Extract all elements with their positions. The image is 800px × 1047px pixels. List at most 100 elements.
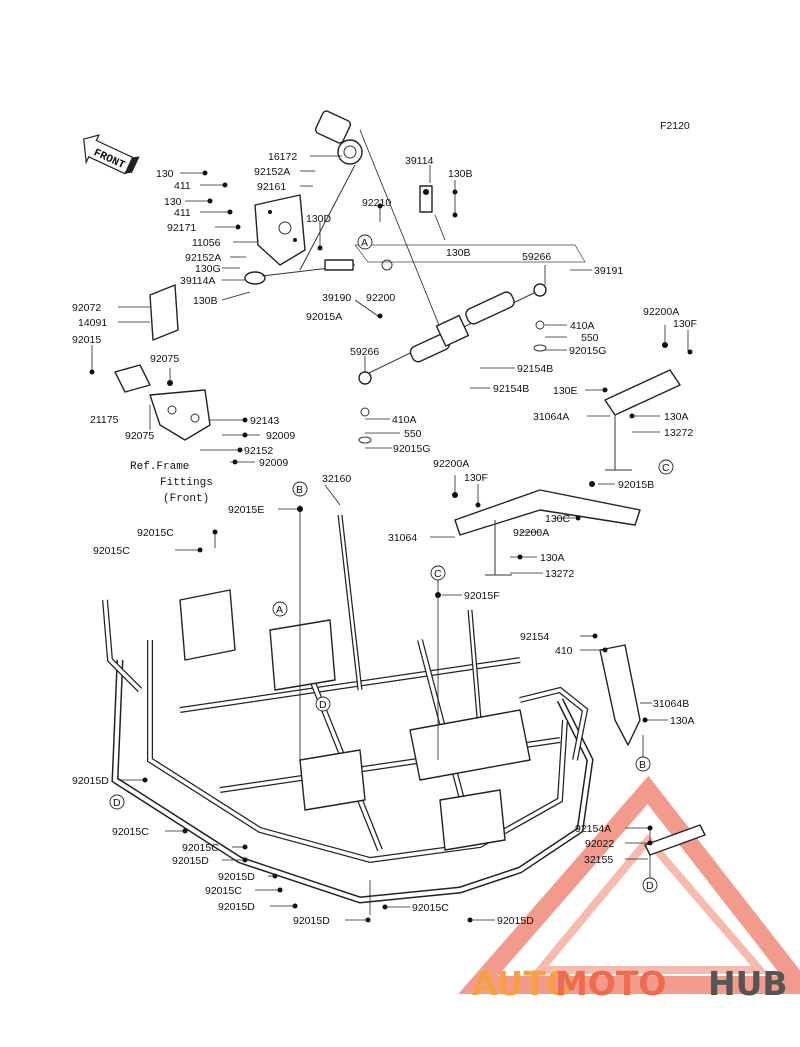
label-92009-b: 92009 — [259, 457, 288, 469]
label-130B-top: 130B — [448, 168, 473, 180]
label-130A-b: 130A — [670, 715, 695, 727]
bracket-32155 — [644, 824, 706, 856]
label-32155: 32155 — [584, 854, 613, 866]
label-92015C-d: 92015C — [182, 842, 219, 854]
label-92015A: 92015A — [306, 311, 342, 323]
leader-lines — [91, 155, 689, 921]
label-92015E: 92015E — [228, 504, 264, 516]
svg-text:MOTO: MOTO — [555, 964, 666, 1003]
callout-a-1: A — [357, 234, 373, 250]
label-130D: 130D — [306, 213, 332, 225]
watermark-triangle — [458, 775, 800, 994]
label-31064A: 31064A — [533, 411, 569, 423]
label-92200A-m2: 92200A — [513, 527, 549, 539]
label-39190: 39190 — [322, 292, 351, 304]
svg-text:D: D — [319, 699, 327, 711]
label-130F-m: 130F — [464, 472, 488, 484]
label-92154B-b: 92154B — [493, 383, 529, 395]
label-92075-b: 92075 — [125, 430, 154, 442]
callout-a-2: A — [272, 601, 288, 617]
label-92075-a: 92075 — [150, 353, 179, 365]
ref-note-line1: Ref.Frame — [130, 461, 189, 473]
label-550-left: 550 — [404, 428, 422, 440]
label-92154A: 92154A — [575, 823, 611, 835]
label-130G: 130G — [195, 263, 221, 275]
label-92015C-c: 92015C — [112, 826, 149, 838]
svg-text:D: D — [646, 880, 654, 892]
label-130B-mid: 130B — [446, 247, 471, 259]
label-92161: 92161 — [257, 181, 286, 193]
label-130B-left: 130B — [193, 295, 218, 307]
label-32160: 32160 — [322, 473, 351, 485]
label-92015D-b: 92015D — [172, 855, 209, 867]
callout-b-2: B — [635, 756, 651, 772]
steering-assembly — [114, 110, 446, 441]
callout-c-1: C — [658, 459, 674, 475]
svg-text:C: C — [434, 568, 442, 580]
label-92015F: 92015F — [464, 590, 500, 602]
label-92015: 92015 — [72, 334, 101, 346]
label-130F-r: 130F — [673, 318, 697, 330]
svg-text:A: A — [361, 237, 368, 249]
part-labels: 16172 92152A 92161 130 411 130 411 92171… — [72, 151, 697, 927]
label-92022: 92022 — [585, 838, 614, 850]
label-92015B: 92015B — [618, 479, 654, 491]
label-92015G-right: 92015G — [569, 345, 606, 357]
label-92210: 92210 — [362, 197, 391, 209]
label-92171: 92171 — [167, 222, 196, 234]
label-92015C-a: 92015C — [137, 527, 174, 539]
label-39114A: 39114A — [180, 275, 215, 287]
label-410A-right: 410A — [570, 320, 595, 332]
main-frame — [102, 503, 594, 904]
label-92200: 92200 — [366, 292, 395, 304]
label-31064B: 31064B — [653, 698, 689, 710]
label-92015D-d: 92015D — [218, 901, 255, 913]
label-92200A-m: 92200A — [433, 458, 469, 470]
label-14091: 14091 — [78, 317, 107, 329]
label-92015D-a: 92015D — [72, 775, 109, 787]
ref-note-line2: Fittings — [160, 477, 213, 489]
label-13272-m: 13272 — [545, 568, 574, 580]
label-130A-m: 130A — [540, 552, 565, 564]
svg-text:AUTO: AUTO — [472, 964, 574, 1003]
label-411-b: 411 — [174, 207, 191, 219]
label-92152A-mid: 92152A — [185, 252, 221, 264]
front-arrow-icon: FRONT — [83, 134, 140, 175]
label-130C: 130C — [545, 513, 571, 525]
callout-d-2: D — [109, 794, 125, 810]
label-59266-left: 59266 — [350, 346, 379, 358]
label-92015D-e: 92015D — [293, 915, 330, 927]
label-92152A-top: 92152A — [254, 166, 290, 178]
svg-text:A: A — [276, 604, 283, 616]
steering-rack — [354, 244, 586, 444]
label-92200A-r: 92200A — [643, 306, 679, 318]
label-31064: 31064 — [388, 532, 417, 544]
label-92015C-f: 92015C — [412, 902, 449, 914]
label-410: 410 — [555, 645, 573, 657]
label-92143: 92143 — [250, 415, 279, 427]
label-92154B-a: 92154B — [517, 363, 553, 375]
callout-b-1: B — [292, 481, 308, 497]
label-39191: 39191 — [594, 265, 623, 277]
cross-members — [454, 369, 681, 746]
label-92015D-c: 92015D — [218, 871, 255, 883]
label-92015C-e: 92015C — [205, 885, 242, 897]
label-130-a: 130 — [156, 168, 174, 180]
label-59266-right: 59266 — [522, 251, 551, 263]
label-92015D-f: 92015D — [497, 915, 534, 927]
label-411-a: 411 — [174, 180, 191, 192]
label-410A-left: 410A — [392, 414, 417, 426]
ref-note-line3: (Front) — [163, 493, 209, 505]
watermark-logo: AUTO MOTO HUB — [472, 964, 788, 1003]
callout-d-3: D — [642, 877, 658, 893]
label-92015G-left: 92015G — [393, 443, 430, 455]
label-13272-r1: 13272 — [664, 427, 693, 439]
page-code: F2120 — [660, 120, 690, 132]
label-92009-a: 92009 — [266, 430, 295, 442]
label-21175: 21175 — [90, 414, 119, 426]
label-550-right: 550 — [581, 332, 599, 344]
label-130E: 130E — [553, 385, 578, 397]
label-92015C-b: 92015C — [93, 545, 130, 557]
svg-text:D: D — [113, 797, 121, 809]
